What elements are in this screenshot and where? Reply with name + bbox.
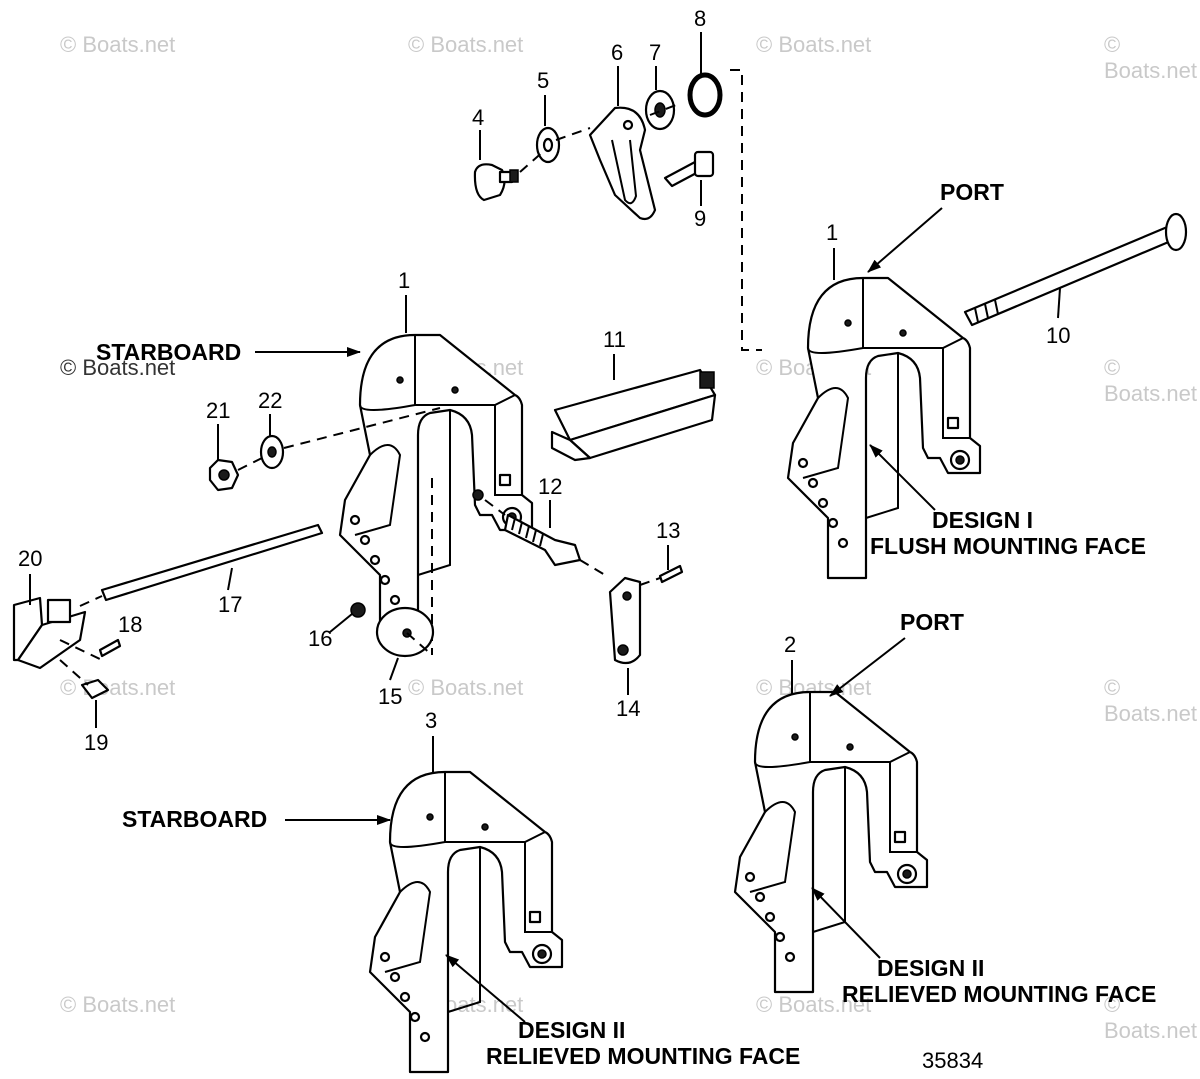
design-1-label: DESIGN I (932, 507, 1033, 533)
design-2b-sublabel: RELIEVED MOUNTING FACE (842, 981, 1156, 1007)
watermark: © Boats.net (1104, 32, 1197, 83)
part-5-washer (535, 126, 561, 164)
callout-11: 11 (603, 327, 626, 352)
port-label-bottom: PORT (900, 609, 964, 635)
watermark: © Boats.net (1104, 355, 1197, 406)
part-22-washer (259, 434, 285, 470)
part-15-disk (375, 606, 435, 658)
callout-4: 4 (472, 105, 484, 130)
callout-1-port: 1 (826, 220, 838, 245)
design-2a-sublabel: RELIEVED MOUNTING FACE (486, 1043, 800, 1069)
part-17-rod (100, 523, 324, 602)
part-12-spring-rod (472, 489, 582, 567)
part-6-lever (588, 106, 657, 221)
watermark: © Boats.net (1104, 992, 1197, 1043)
callout-6: 6 (611, 40, 623, 65)
watermark: © Boats.net (60, 32, 176, 57)
part-11-tilt-tube (550, 368, 717, 462)
part-21-nut (208, 458, 240, 492)
watermark: © Boats.net (60, 675, 176, 700)
callout-3: 3 (425, 708, 437, 733)
callout-1-starboard: 1 (398, 268, 410, 293)
starboard-label-top: STARBOARD (96, 339, 241, 365)
callout-10: 10 (1046, 323, 1070, 348)
part-18-pin (98, 638, 122, 658)
callout-21: 21 (206, 398, 230, 423)
watermark: © Boats.net (408, 675, 524, 700)
watermark: © Boats.net (1104, 675, 1197, 726)
watermark: © Boats.net (408, 32, 524, 57)
design-2a-label: DESIGN II (518, 1017, 625, 1043)
design-1-sublabel: FLUSH MOUNTING FACE (870, 533, 1146, 559)
callout-7: 7 (649, 40, 661, 65)
watermark: © Boats.net (756, 992, 872, 1017)
part-10-bolt (963, 212, 1188, 327)
watermark: © Boats.net (60, 992, 176, 1017)
watermark: © Boats.net (756, 32, 872, 57)
watermark: © Boats.net (60, 355, 176, 380)
part-19-clip (80, 678, 110, 700)
callout-16: 16 (308, 626, 332, 651)
port-label-top: PORT (940, 179, 1004, 205)
callout-12: 12 (538, 474, 562, 499)
part-7-washer (644, 89, 676, 131)
diagram-number: 35834 (922, 1048, 983, 1073)
part-16-nut (350, 602, 366, 618)
part-8-lock-ring (687, 72, 723, 118)
part-13-pin (658, 564, 684, 584)
part-9-screw (663, 150, 715, 188)
callout-14: 14 (616, 696, 640, 721)
callout-13: 13 (656, 518, 680, 543)
part-4-knob (473, 163, 519, 202)
callout-19: 19 (84, 730, 108, 755)
callout-22: 22 (258, 388, 282, 413)
callout-18: 18 (118, 612, 142, 637)
callout-15: 15 (378, 684, 402, 709)
part-2-port-clamp (733, 690, 929, 994)
callout-20: 20 (18, 546, 42, 571)
callout-9: 9 (694, 206, 706, 231)
callout-8: 8 (694, 6, 706, 31)
callout-2: 2 (784, 632, 796, 657)
design-2b-label: DESIGN II (877, 955, 984, 981)
starboard-label-bottom: STARBOARD (122, 806, 267, 832)
callout-5: 5 (537, 68, 549, 93)
part-1-starboard-clamp (338, 333, 534, 637)
part-20-bracket (12, 596, 87, 670)
callout-17: 17 (218, 592, 242, 617)
part-14-lever (608, 576, 642, 665)
